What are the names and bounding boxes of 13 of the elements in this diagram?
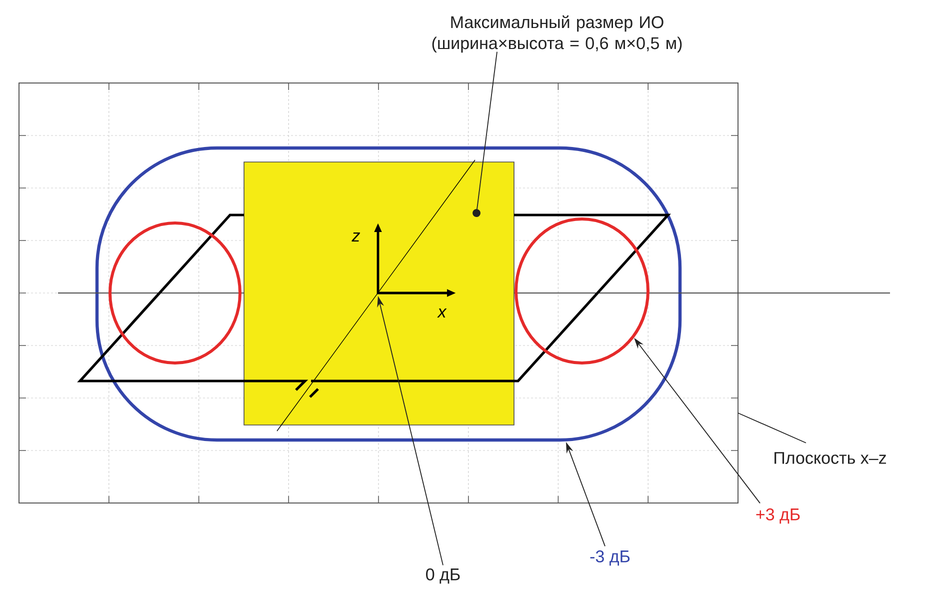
value-label: 0 дБ bbox=[426, 568, 460, 584]
caption-text: Максимальный размер ИО (ширина×высота = 0,6 м×0,5 м) bbox=[432, 15, 682, 53]
square-box bbox=[244, 162, 514, 426]
value-label: -3 дБ bbox=[590, 550, 630, 566]
circle-curve bbox=[514, 218, 650, 364]
contour-curve bbox=[95, 146, 682, 442]
axis-label: x bbox=[437, 308, 447, 318]
circle-curve bbox=[108, 222, 242, 364]
axis-label: z bbox=[352, 232, 360, 242]
leader-line bbox=[472, 51, 498, 218]
leader-line bbox=[738, 412, 806, 444]
value-label: +3 дБ bbox=[756, 508, 800, 524]
plane-label: Плоскость x–z bbox=[774, 452, 886, 464]
